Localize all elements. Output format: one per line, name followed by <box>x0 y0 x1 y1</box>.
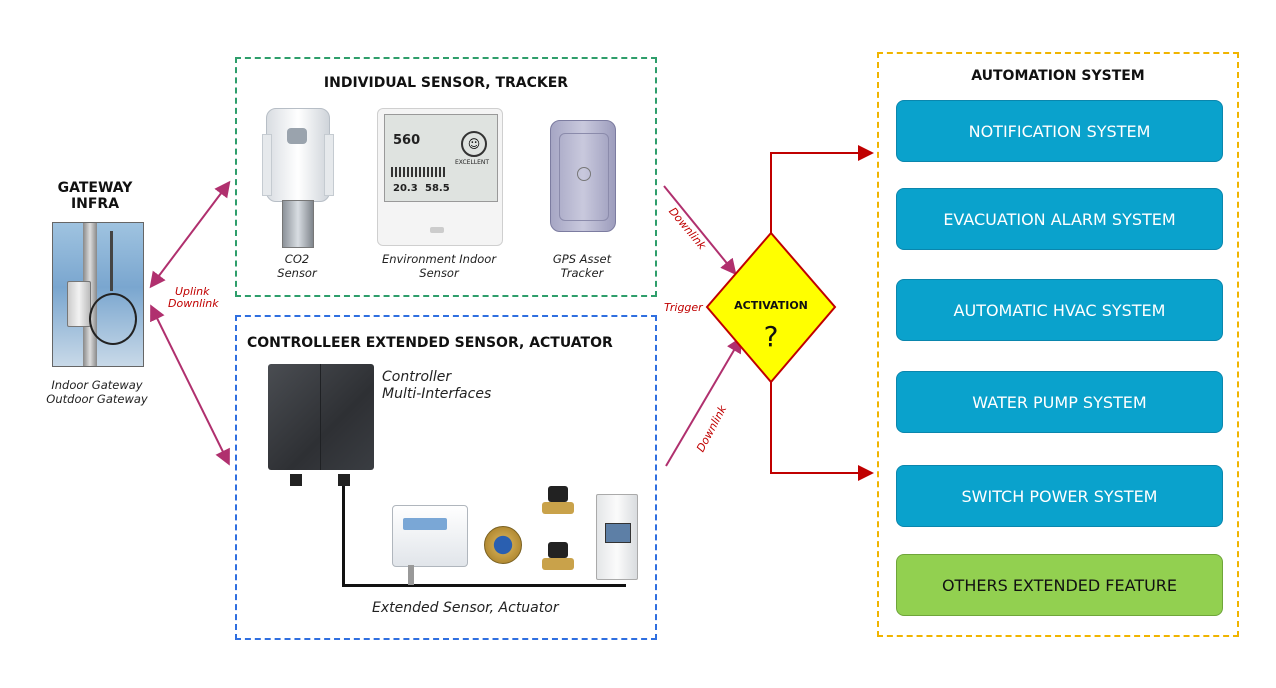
automation-group-box <box>877 52 1239 637</box>
extended-caption: Extended Sensor, Actuator <box>372 600 559 616</box>
gateway-cable-icon <box>89 293 137 345</box>
gps-tracker-image <box>550 120 616 232</box>
activation-down-connector <box>770 382 874 481</box>
trigger-label: Trigger <box>664 301 703 314</box>
extended-sensor-box-image <box>392 505 468 567</box>
environment-sensor-caption: Environment Indoor Sensor <box>381 252 497 280</box>
gateway-antenna-icon <box>110 231 113 291</box>
sensor-downlink-arrow <box>663 185 737 276</box>
activation-up-connector <box>770 145 874 233</box>
environment-sensor-screen: 560 ☺ EXCELLENT 20.3 58.5 <box>384 114 498 202</box>
bus-wire-horizontal <box>342 584 626 587</box>
gateway-photo <box>52 222 144 367</box>
controller-caption: Controller Multi-Interfaces <box>382 369 492 402</box>
controller-downlink-arrow <box>665 336 743 467</box>
evacuation-alarm-system-button[interactable]: EVACUATION ALARM SYSTEM <box>896 188 1223 250</box>
gateway-caption: Indoor Gateway Outdoor Gateway <box>46 378 148 406</box>
others-extended-feature-button[interactable]: OTHERS EXTENDED FEATURE <box>896 554 1223 616</box>
controller-connector-right <box>338 474 350 486</box>
valve-bottom-image <box>542 542 574 572</box>
uplink-arrow <box>149 180 231 289</box>
activation-label: ACTIVATION <box>734 299 808 312</box>
co2-sensor-caption: CO2 Sensor <box>277 252 317 280</box>
power-meter-image <box>596 494 638 580</box>
sensor-group-title: INDIVIDUAL SENSOR, TRACKER <box>323 75 569 91</box>
automation-title: AUTOMATION SYSTEM <box>971 68 1145 84</box>
valve-top-image <box>542 486 574 516</box>
controller-group-title: CONTROLLEER EXTENDED SENSOR, ACTUATOR <box>247 335 613 351</box>
co2-sensor-image <box>262 108 334 248</box>
downlink-arrow <box>150 304 230 466</box>
downlink-label: Downlink <box>168 297 219 310</box>
notification-system-button[interactable]: NOTIFICATION SYSTEM <box>896 100 1223 162</box>
activation-symbol: ? <box>763 320 779 353</box>
gps-logo-icon <box>577 167 591 181</box>
activation-diamond <box>705 231 837 384</box>
extended-sensor-cable <box>408 565 414 585</box>
smiley-icon: ☺ <box>461 131 487 157</box>
bus-wire-vertical <box>342 486 345 586</box>
gateway-device-icon <box>67 281 91 327</box>
water-meter-image <box>484 526 522 564</box>
automatic-hvac-system-button[interactable]: AUTOMATIC HVAC SYSTEM <box>896 279 1223 341</box>
controller-image <box>268 364 374 470</box>
switch-power-system-button[interactable]: SWITCH POWER SYSTEM <box>896 465 1223 527</box>
controller-connector-left <box>290 474 302 486</box>
gps-tracker-caption: GPS Asset Tracker <box>552 252 612 280</box>
environment-sensor-image: 560 ☺ EXCELLENT 20.3 58.5 <box>377 108 503 246</box>
sensor-group-box <box>235 57 657 297</box>
water-pump-system-button[interactable]: WATER PUMP SYSTEM <box>896 371 1223 433</box>
controller-group-box <box>235 315 657 640</box>
uplink-label: Uplink <box>175 285 210 298</box>
gateway-title: GATEWAY INFRA <box>57 180 133 212</box>
histogram-icon <box>391 167 447 177</box>
